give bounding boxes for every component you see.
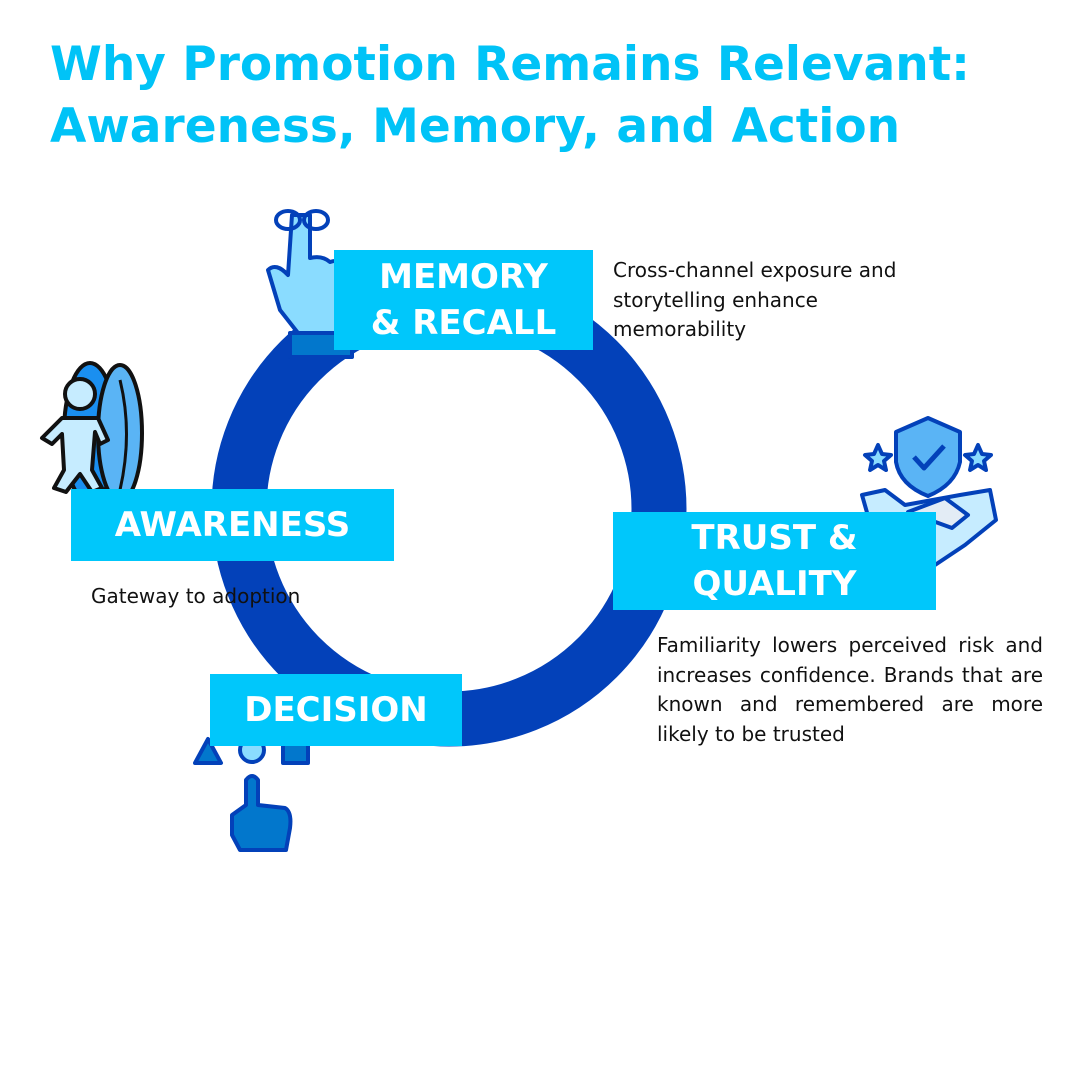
choice-pointer-icon: [193, 736, 310, 852]
decision-label: DECISION: [210, 674, 462, 746]
trust-quality-label: TRUST & QUALITY: [613, 512, 936, 610]
page-title: Why Promotion Remains Relevant: Awarenes…: [50, 37, 970, 154]
awareness-text: AWARENESS: [114, 505, 351, 545]
trust-quality-description: Familiarity lowers perceived risk and in…: [657, 633, 1043, 746]
person-portal-icon: [40, 361, 144, 505]
awareness-description: Gateway to adoption: [91, 584, 301, 608]
memory-recall-text: MEMORY & RECALL: [370, 257, 557, 343]
decision-text: DECISION: [244, 690, 428, 730]
memory-recall-description: Cross-channel exposure and storytelling …: [613, 258, 897, 341]
trust-quality-text: TRUST & QUALITY: [691, 518, 858, 604]
awareness-label: AWARENESS: [71, 489, 394, 561]
memory-recall-label: MEMORY & RECALL: [334, 250, 593, 350]
